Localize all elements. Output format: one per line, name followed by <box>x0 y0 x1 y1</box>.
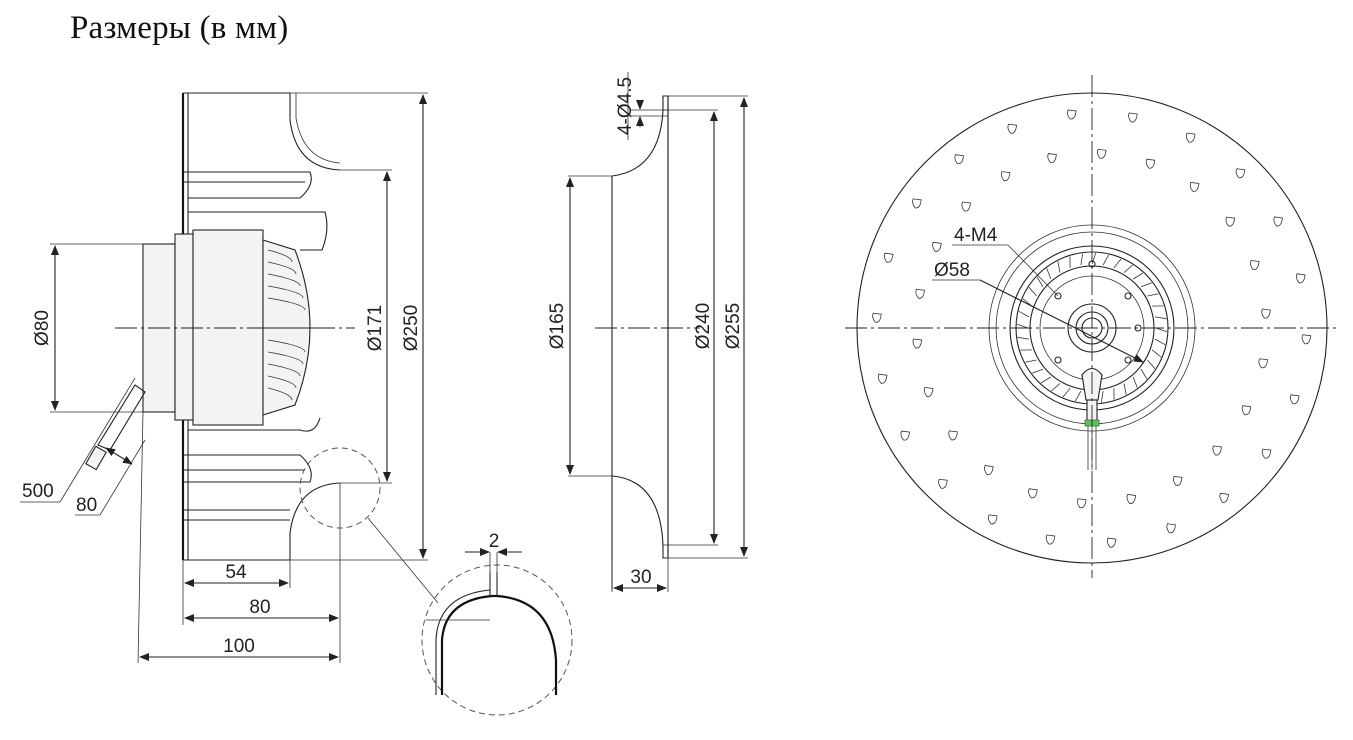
dim-cable-length: 500 <box>22 481 54 502</box>
front-view <box>845 75 1340 578</box>
dim-detail-gap: 2 <box>489 531 500 552</box>
dim-w30: 30 <box>630 567 651 588</box>
dim-d171: Ø171 <box>365 305 386 351</box>
side-view <box>20 92 439 664</box>
dim-d255: Ø255 <box>723 303 744 349</box>
dim-cable-exit: 80 <box>76 495 97 516</box>
dim-w80: 80 <box>249 597 270 618</box>
dim-d58: Ø58 <box>934 260 970 281</box>
page-title: Размеры (в мм) <box>70 10 289 46</box>
inlet-ring-view <box>566 72 748 592</box>
dim-w100: 100 <box>223 636 255 657</box>
dim-d165: Ø165 <box>547 303 568 349</box>
dim-holes: 4-Ø4.5 <box>615 77 636 135</box>
dim-d80: Ø80 <box>32 310 53 346</box>
dim-thread: 4-M4 <box>954 225 998 246</box>
dim-d240: Ø240 <box>693 303 714 349</box>
dim-d250: Ø250 <box>401 305 422 351</box>
dim-w54: 54 <box>225 562 247 583</box>
detail-view <box>421 548 573 716</box>
